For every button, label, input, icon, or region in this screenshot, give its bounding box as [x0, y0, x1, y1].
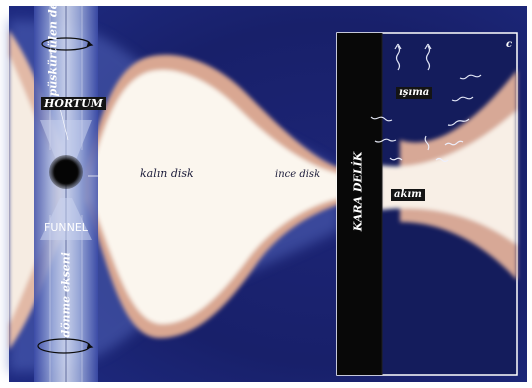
flow-label: akım — [391, 189, 425, 201]
panel-letter: c — [506, 40, 512, 50]
rotation-axis-label: dönme ekseni — [61, 258, 72, 338]
thick-disk-label: kalın disk — [140, 168, 194, 179]
jet-label: püskürtülen demet — [48, 7, 59, 97]
black-hole-label: KARA DELİK — [353, 142, 364, 242]
thin-disk-label: ince disk — [275, 170, 320, 180]
hortum-label: HORTUM — [41, 97, 106, 110]
radiation-label: ışıma — [396, 87, 432, 99]
funnel-label: FUNNEL — [44, 222, 88, 233]
